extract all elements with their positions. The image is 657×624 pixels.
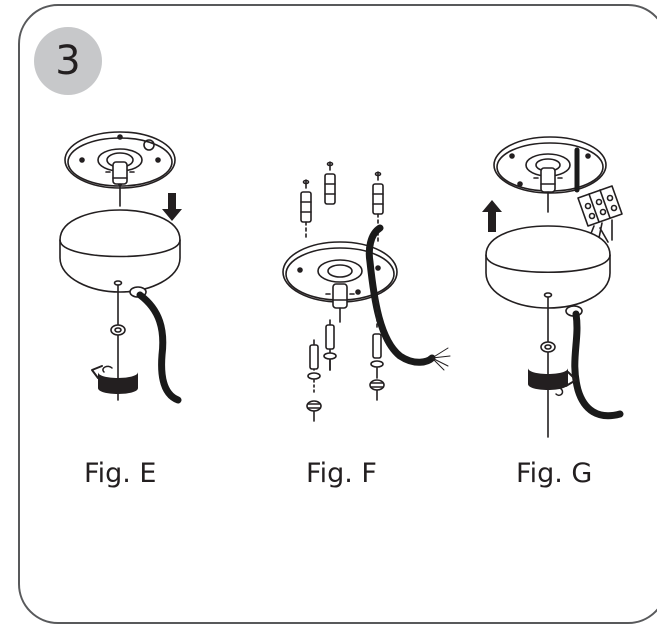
step-number: 3 <box>55 38 81 84</box>
arrow-up-icon <box>482 200 502 232</box>
figure-g <box>482 136 624 438</box>
rotate-arrow-icon <box>91 365 138 394</box>
figure-f <box>282 161 451 422</box>
screw <box>306 339 322 422</box>
rotate-arrow-icon <box>528 368 577 397</box>
screw <box>323 319 337 371</box>
figure-f-label: Fig. F <box>306 458 377 489</box>
wall-plug <box>324 161 336 205</box>
figure-g-label: Fig. G <box>516 458 593 489</box>
step-badge: 3 <box>34 27 102 95</box>
figure-e-label: Fig. E <box>84 458 157 489</box>
wall-plug <box>300 179 312 241</box>
figure-e <box>59 131 182 404</box>
arrow-down-icon <box>162 193 182 221</box>
illustrations <box>59 131 624 438</box>
terminal-block-icon <box>577 185 623 247</box>
wall-plug <box>372 171 384 245</box>
screw <box>369 299 385 401</box>
